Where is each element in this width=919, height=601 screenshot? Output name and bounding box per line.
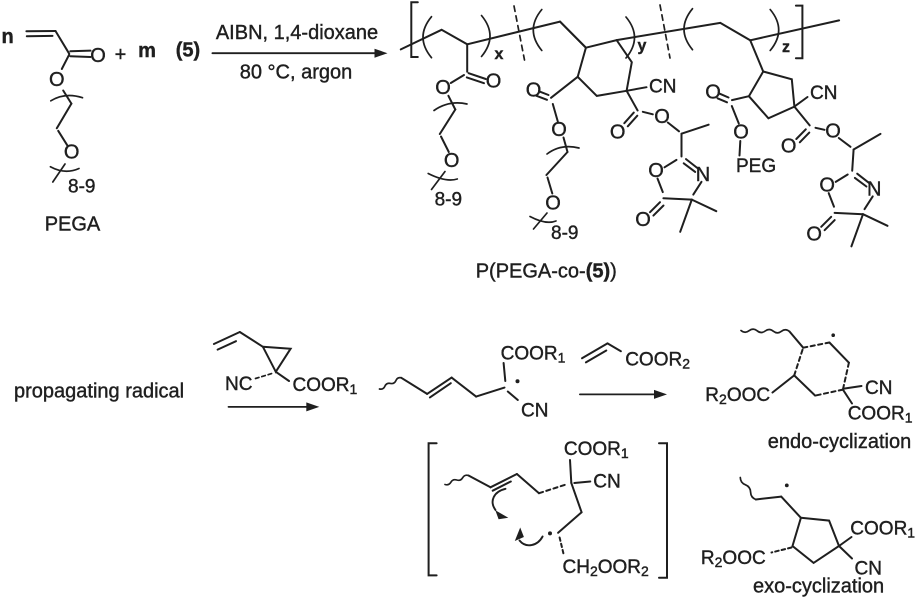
svg-text:NC: NC [225,374,252,395]
svg-text:+: + [115,44,127,66]
svg-text:COOR1: COOR1 [848,404,913,426]
svg-text:m: m [138,40,156,62]
svg-text:R2OOC: R2OOC [705,385,770,407]
svg-text:CN: CN [855,559,882,580]
svg-text:(5): (5) [176,40,200,62]
svg-text:CN: CN [521,401,548,422]
svg-text:O: O [610,121,626,143]
svg-text:AIBN, 1,4-dioxane: AIBN, 1,4-dioxane [216,22,378,44]
svg-text:z: z [782,39,790,56]
svg-text:COOR1: COOR1 [501,344,566,366]
svg-text:O: O [648,160,664,182]
svg-text:x: x [495,46,504,63]
svg-text:O: O [781,136,797,158]
svg-text:O: O [551,119,567,141]
svg-text:COOR2: COOR2 [625,350,690,372]
svg-text:O: O [733,122,749,144]
svg-text:COOR1: COOR1 [293,375,358,397]
svg-text:CN: CN [649,77,676,98]
svg-text:O: O [654,106,670,128]
svg-text:O: O [635,209,651,231]
svg-text:endo-cyclization: endo-cyclization [768,431,911,453]
svg-text:O: O [545,193,561,215]
svg-text:P(PEGA-co-(5)): P(PEGA-co-(5)) [476,261,617,283]
svg-text:CN: CN [865,378,892,399]
svg-text:N: N [696,164,710,186]
svg-text:y: y [638,38,647,55]
svg-text:PEG: PEG [736,156,776,177]
svg-text:O: O [64,142,80,164]
svg-text:R2OOC: R2OOC [701,548,766,570]
svg-text:O: O [435,77,451,99]
svg-text:PEGA: PEGA [45,214,101,236]
svg-text:propagating radical: propagating radical [14,381,184,403]
svg-text:8-9: 8-9 [68,176,95,197]
svg-text:exo-cyclization: exo-cyclization [753,576,884,598]
svg-text:N: N [867,178,881,200]
svg-text:CH2OOR2: CH2OOR2 [563,557,650,579]
svg-text:O: O [486,70,502,92]
svg-text:COOR1: COOR1 [850,519,915,541]
svg-text:O: O [806,224,822,246]
svg-text:O: O [825,121,841,143]
svg-text:O: O [705,82,721,104]
svg-text:8-9: 8-9 [435,190,462,211]
svg-text:8-9: 8-9 [551,223,578,244]
svg-text:COOR1: COOR1 [564,439,629,461]
svg-text:O: O [90,45,106,67]
svg-text:n: n [2,26,14,48]
svg-text:CN: CN [593,472,620,493]
svg-text:CN: CN [810,83,837,104]
svg-text:O: O [526,80,542,102]
svg-text:O: O [49,69,65,91]
svg-text:80 °C, argon: 80 °C, argon [240,61,353,83]
svg-text:O: O [819,175,835,197]
svg-text:O: O [444,150,460,172]
